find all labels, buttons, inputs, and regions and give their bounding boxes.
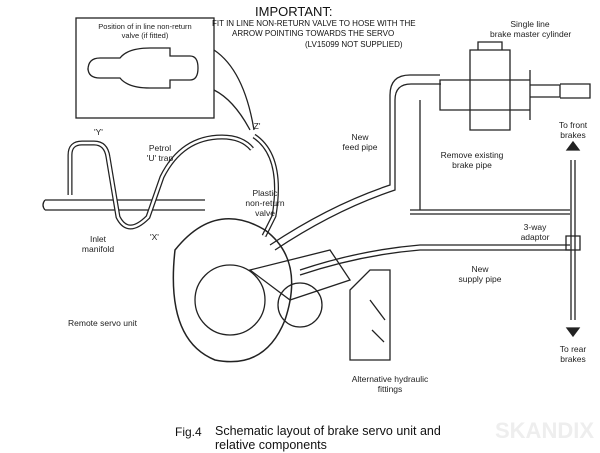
- inset-box: [75, 17, 215, 119]
- petrol-trap-label-2: 'U' trap: [146, 153, 174, 163]
- adaptor-label: 3-way: [523, 222, 547, 232]
- inlet-manifold: [42, 199, 205, 211]
- existing-brake-pipe: [410, 100, 570, 215]
- feed-pipe-label-2: feed pipe: [342, 142, 378, 152]
- inset-label-2: valve (if fitted): [121, 31, 169, 40]
- important-line-3: (LV15099 NOT SUPPLIED): [305, 40, 403, 49]
- non-return-valve-label-2: non-return: [245, 198, 285, 208]
- adaptor-label-2: adaptor: [520, 232, 550, 242]
- skandix-watermark: SKANDIX: [495, 418, 595, 443]
- supply-pipe-label-2: supply pipe: [458, 274, 502, 284]
- inset-valve: [87, 47, 199, 89]
- important-title: IMPORTANT:: [255, 4, 333, 19]
- new-supply-pipe: [299, 244, 570, 276]
- inlet-manifold-label-2: manifold: [81, 244, 115, 254]
- new-feed-pipe: [269, 74, 441, 251]
- remove-pipe-label: Remove existing: [440, 150, 504, 160]
- brake-master-cylinder: [439, 41, 591, 131]
- label-y: 'Y': [94, 127, 103, 137]
- alt-fittings-label-2: fittings: [377, 384, 403, 394]
- figure-number: Fig.4: [175, 425, 202, 439]
- label-x: 'X': [150, 232, 159, 242]
- rear-brakes-label-2: brakes: [560, 354, 586, 364]
- front-brakes-label: To front: [558, 120, 588, 130]
- inlet-manifold-label: Inlet: [89, 234, 107, 244]
- three-way-adaptor: [565, 235, 581, 251]
- master-cylinder-label-2: brake master cylinder: [490, 29, 572, 39]
- non-return-valve-label: Plastic: [252, 188, 278, 198]
- non-return-valve-label-3: valve: [255, 208, 275, 218]
- feed-pipe-label: New: [351, 132, 369, 142]
- supply-pipe-label: New: [471, 264, 489, 274]
- inset-label-1: Position of in line non-return: [98, 22, 192, 31]
- petrol-trap-label: Petrol: [148, 143, 172, 153]
- arrow-front: [565, 140, 581, 151]
- rear-brakes-label: To rear: [559, 344, 587, 354]
- master-cylinder-label: Single line: [510, 19, 550, 29]
- figure-caption-1: Schematic layout of brake servo unit and: [215, 424, 441, 438]
- remote-servo-unit: [172, 218, 293, 363]
- important-line-1: FIT IN LINE NON-RETURN VALVE TO HOSE WIT…: [212, 19, 416, 28]
- important-line-2: ARROW POINTING TOWARDS THE SERVO: [232, 29, 395, 38]
- hose-to-servo: [252, 133, 279, 238]
- label-z: 'Z': [252, 121, 261, 131]
- alternative-fittings: [349, 269, 391, 361]
- alt-fittings-label: Alternative hydraulic: [351, 374, 429, 384]
- servo-unit-label: Remote servo unit: [68, 318, 137, 328]
- arrow-rear: [565, 327, 581, 338]
- pointer-arrow: [213, 89, 251, 131]
- front-brakes-label-2: brakes: [560, 130, 586, 140]
- front-rear-pipe: [570, 160, 576, 320]
- inset-pointer: [213, 49, 255, 131]
- figure-caption-2: relative components: [215, 438, 327, 452]
- remove-pipe-label-2: brake pipe: [452, 160, 492, 170]
